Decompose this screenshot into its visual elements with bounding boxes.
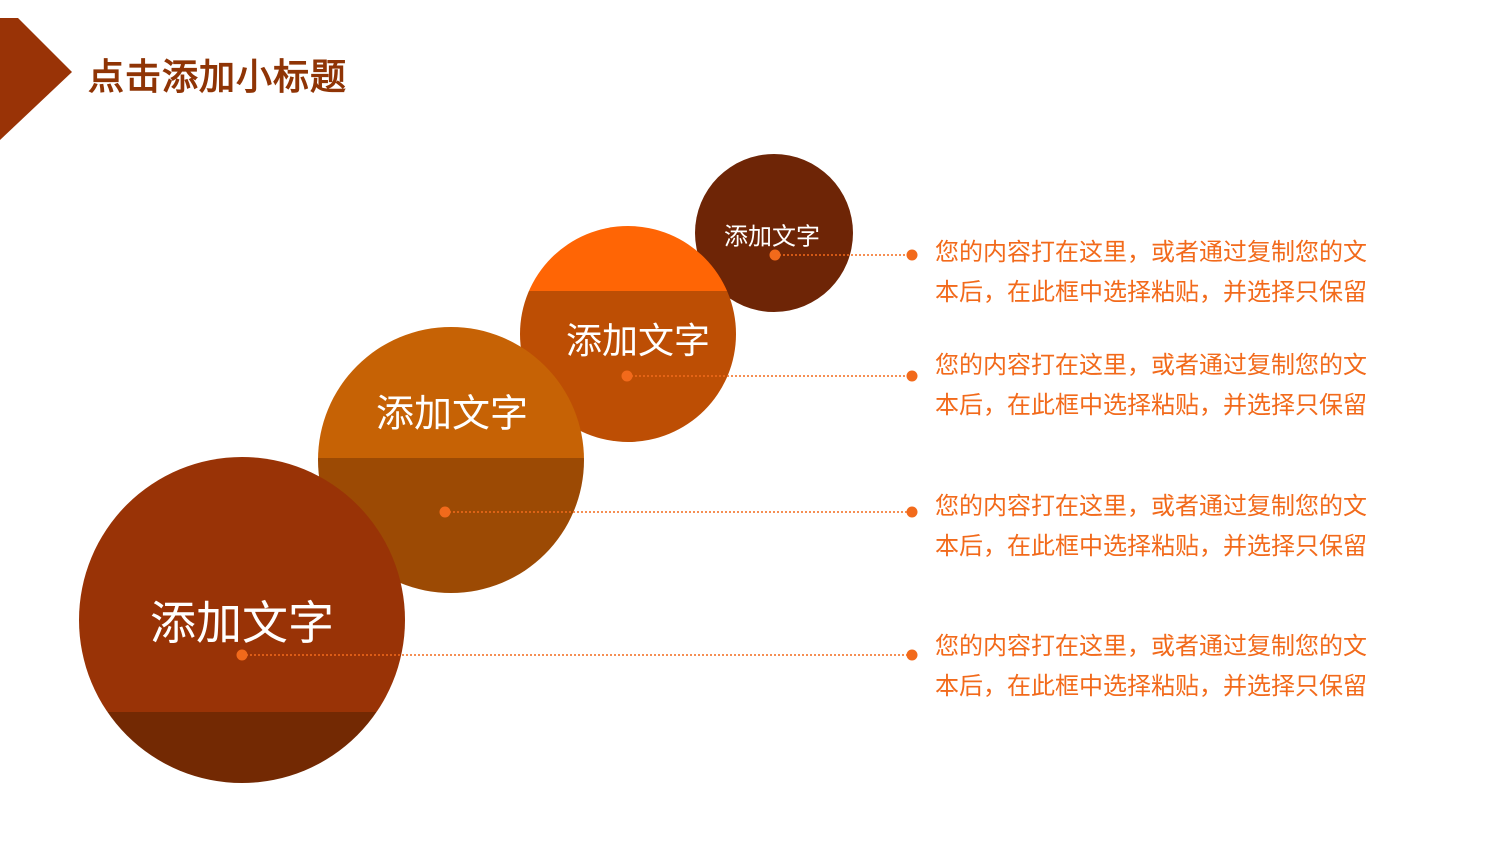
connector-end-dot <box>906 370 918 382</box>
circle-label-2: 添加文字 <box>375 391 529 436</box>
slide-title: 点击添加小标题 <box>88 57 348 98</box>
connector-start-dot <box>236 649 248 661</box>
connector-1 <box>769 249 918 261</box>
description-line: 您的内容打在这里，或者通过复制您的文 <box>935 632 1367 660</box>
circle-label-4: 添加文字 <box>724 222 820 251</box>
connector-end-dot <box>906 249 918 261</box>
description-line: 您的内容打在这里，或者通过复制您的文 <box>935 238 1367 266</box>
connector-start-dot <box>439 506 451 518</box>
description-line: 本后，在此框中选择粘贴，并选择只保留 <box>935 672 1367 700</box>
connector-end-dot <box>906 506 918 518</box>
corner-arrow-icon <box>0 18 72 140</box>
circle-4 <box>695 154 853 312</box>
description-3: 您的内容打在这里，或者通过复制您的文 本后，在此框中选择粘贴，并选择只保留 <box>935 486 1395 566</box>
description-line: 您的内容打在这里，或者通过复制您的文 <box>935 351 1367 379</box>
description-2: 您的内容打在这里，或者通过复制您的文 本后，在此框中选择粘贴，并选择只保留 <box>935 345 1395 425</box>
description-1: 您的内容打在这里，或者通过复制您的文 本后，在此框中选择粘贴，并选择只保留 <box>935 232 1395 312</box>
connector-start-dot <box>769 249 781 261</box>
description-4: 您的内容打在这里，或者通过复制您的文 本后，在此框中选择粘贴，并选择只保留 <box>935 626 1395 706</box>
connector-start-dot <box>621 370 633 382</box>
circle-label-3: 添加文字 <box>565 321 711 362</box>
connector-end-dot <box>906 649 918 661</box>
description-line: 本后，在此框中选择粘贴，并选择只保留 <box>935 532 1367 560</box>
connector-2 <box>621 370 918 382</box>
description-line: 本后，在此框中选择粘贴，并选择只保留 <box>935 391 1367 419</box>
connector-4 <box>236 649 918 661</box>
connector-3 <box>439 506 918 518</box>
description-line: 您的内容打在这里，或者通过复制您的文 <box>935 492 1367 520</box>
circle-label-1: 添加文字 <box>150 596 334 650</box>
description-line: 本后，在此框中选择粘贴，并选择只保留 <box>935 278 1367 306</box>
